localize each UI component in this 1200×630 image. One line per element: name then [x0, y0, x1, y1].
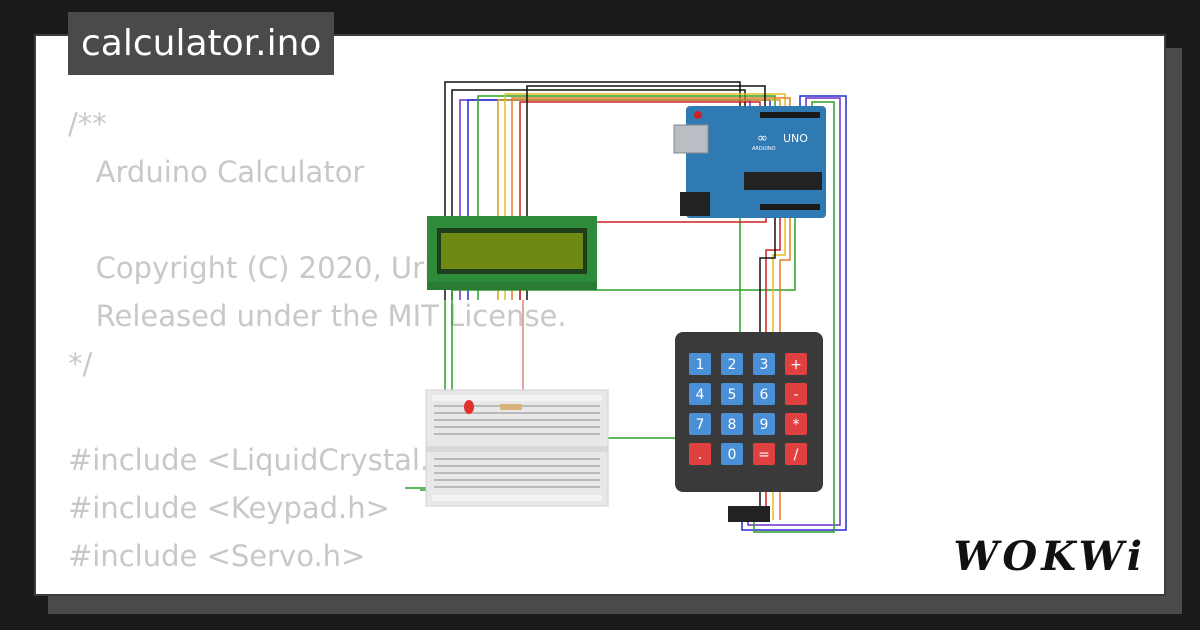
keypad-key-label: 5	[728, 387, 737, 403]
arduino-brand: ARDUINO	[752, 146, 776, 152]
keypad-key-label: 3	[760, 357, 769, 373]
keypad-key-label: +	[790, 357, 802, 373]
keypad-key-label: /	[794, 447, 799, 463]
keypad-key	[721, 383, 743, 405]
wokwi-logo-text: WOKWi	[953, 533, 1146, 580]
keypad-keys: 1 2 3 +4 5 6 - 7 8 9 *. 0 = /	[689, 353, 807, 465]
keypad-key	[721, 443, 743, 465]
keypad-key	[721, 353, 743, 375]
keypad-key	[785, 443, 807, 465]
keypad-key-label: 1	[696, 357, 705, 373]
code-line: Arduino Calculator	[68, 155, 365, 189]
keypad-key-label: 6	[760, 387, 769, 403]
resistor-icon	[500, 404, 522, 410]
code-line: Released under the MIT License.	[68, 299, 567, 333]
keypad-key-label: 4	[696, 387, 705, 403]
keypad-key	[753, 383, 775, 405]
keypad-key-label: *	[793, 417, 800, 433]
keypad-key-label: 2	[728, 357, 737, 373]
keypad-key	[689, 353, 711, 375]
code-preview: /** Arduino Calculator Copyright (C) 202…	[68, 100, 567, 580]
keypad-key	[753, 353, 775, 375]
keypad-key	[785, 383, 807, 405]
lcd-display	[427, 216, 597, 290]
keypad-key	[689, 413, 711, 435]
wokwi-logo: WOKWi	[953, 533, 1146, 580]
breadboard	[425, 389, 609, 507]
svg-text:∞: ∞	[757, 131, 768, 146]
keypad-key-label: 9	[760, 417, 769, 433]
keypad-key-label: =	[758, 447, 770, 463]
code-line: */	[68, 347, 93, 381]
keypad-key-label: 0	[728, 447, 737, 463]
keypad-key	[721, 413, 743, 435]
code-line: /**	[68, 107, 107, 141]
keypad-key-label: 7	[696, 417, 705, 433]
keypad-key	[689, 383, 711, 405]
keypad-key	[753, 413, 775, 435]
keypad-key-label: -	[793, 387, 798, 403]
keypad-key	[785, 353, 807, 375]
code-line: #include <Servo.h>	[68, 539, 366, 573]
code-line: Copyright (C) 2020, Uri	[68, 251, 433, 285]
keypad-key	[753, 443, 775, 465]
code-line: #include <Keypad.h>	[68, 491, 390, 525]
keypad-key-label: .	[698, 447, 702, 463]
file-title: calculator.ino	[68, 12, 335, 75]
arduino-label: UNO	[783, 132, 808, 145]
keypad-connector	[728, 506, 770, 522]
keypad-key-label: 8	[728, 417, 737, 433]
keypad-key	[689, 443, 711, 465]
keypad-key	[785, 413, 807, 435]
arduino-uno: UNO ARDUINO ∞	[673, 106, 826, 218]
led-icon	[464, 400, 474, 414]
